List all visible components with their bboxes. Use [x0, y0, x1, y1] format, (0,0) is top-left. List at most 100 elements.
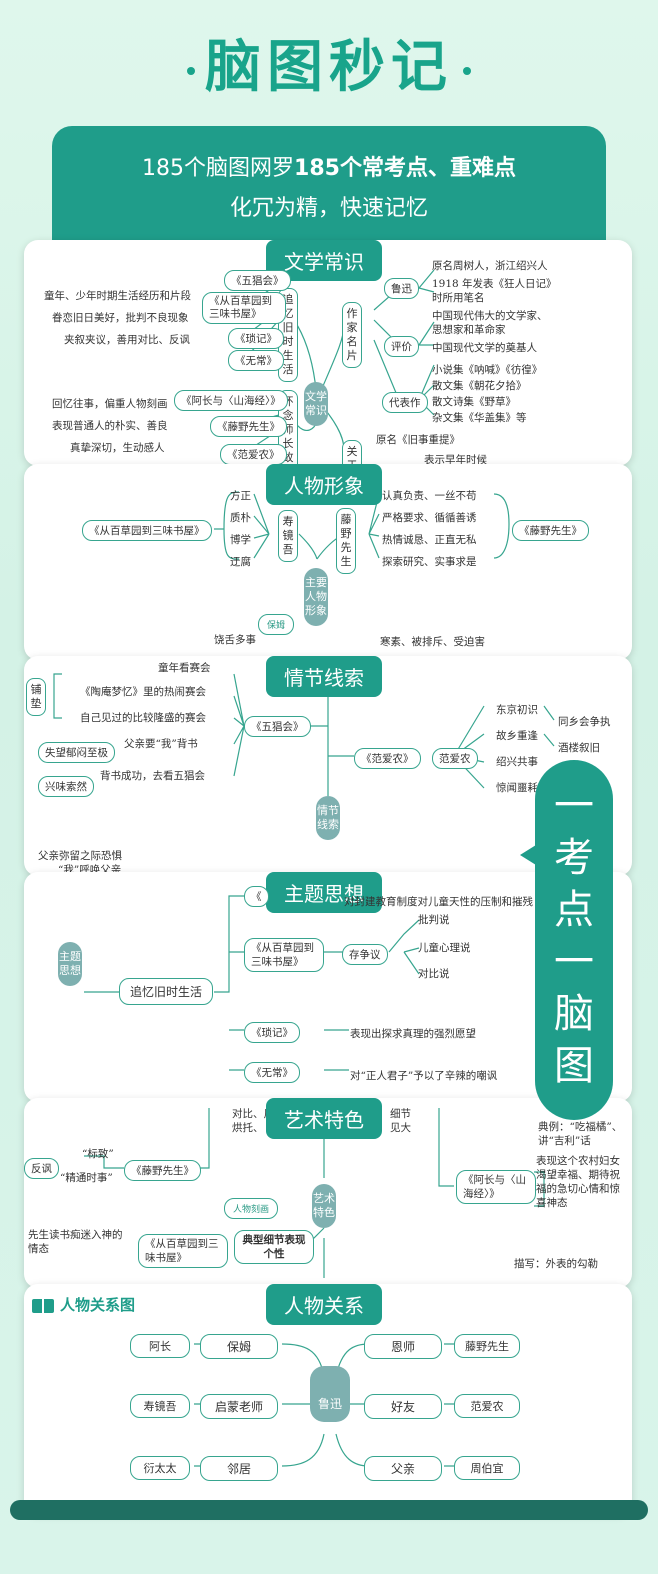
s4-dispute3: 对比说	[418, 968, 450, 980]
s2-trait-right4: 探索研究、实事求是	[382, 556, 477, 568]
s1-works-item4: 杂文集《华盖集》等	[432, 412, 527, 424]
s2-trait-right2: 严格要求、循循善诱	[382, 512, 477, 524]
s4-dispute2: 儿童心理说	[418, 942, 471, 954]
s2-bubble: 保姆	[258, 614, 295, 635]
card-characters: 人物形象 《从百草园到三味书屋》 寿镜吾 方正 质朴 博学 迂腐 藤野先生 认真…	[24, 464, 632, 660]
s3-book: 《五猖会》	[244, 716, 311, 737]
s4-book3-text: 表现出探求真理的强烈愿望	[350, 1028, 476, 1040]
s3-center: 情节线索	[316, 796, 340, 840]
s1-note-1: 童年、少年时期生活经历和片段	[44, 290, 191, 302]
s1-note2-2: 表现普通人的朴实、善良	[52, 420, 168, 432]
s4-top-text: 对封建教育制度对儿童天性的压制和摧残	[344, 896, 533, 908]
banner-line1-bold: 185个常考点、重难点	[294, 156, 516, 181]
side-badge: 一 考 点 一 脑 图	[535, 760, 613, 1120]
s2-trait-left1: 方正	[230, 490, 251, 502]
s2-person-right: 藤野先生	[336, 508, 356, 574]
relations-header: 人物关系图	[32, 1294, 135, 1315]
s5-top-right: 细节	[390, 1108, 411, 1120]
s4-dispute1: 批判说	[418, 914, 450, 926]
s3-item3: 自己见过的比较隆盛的赛会	[80, 712, 206, 724]
s3-left-tag: 铺垫	[26, 678, 46, 716]
s5-right-text: 表现这个农村妇女渴望幸福、期待祝福的急切心情和惊喜神态	[536, 1155, 620, 1209]
s3-fan-book: 《范爱农》	[354, 748, 421, 769]
s1-about2: 表示早年时候	[424, 454, 487, 466]
s2-lines	[214, 491, 510, 560]
s6-left-role-0: 保姆	[200, 1334, 278, 1359]
side-char-5: 脑	[554, 991, 594, 1037]
side-char-3: 点	[554, 887, 594, 933]
s6-left-name-0: 阿长	[130, 1334, 190, 1358]
s1-eval-item3: 中国现代文学的奠基人	[432, 342, 537, 354]
s5-top-right2: 见大	[390, 1122, 411, 1134]
s4-lines	[84, 895, 420, 1071]
s3-item2: 《陶庵梦忆》里的热闹赛会	[80, 686, 206, 698]
side-char-4: 一	[554, 939, 594, 985]
section-title-characters: 人物形象	[266, 464, 382, 505]
s5-reading: 先生读书痴迷入神的情态	[28, 1229, 123, 1255]
side-char-6: 图	[554, 1043, 594, 1089]
s3-fan: 范爱农	[432, 748, 478, 769]
s1-luxun-item3: 时所用笔名	[432, 292, 485, 304]
section-title-art: 艺术特色	[266, 1098, 382, 1139]
s3-lines	[53, 673, 555, 796]
s6-right-name-0: 藤野先生	[454, 1334, 520, 1358]
s3-fan-detail2: 酒楼叙旧	[558, 742, 600, 754]
s6-center: 鲁迅	[310, 1366, 350, 1422]
s5-quote1: “标致”	[82, 1148, 114, 1160]
s1-eval-item2: 思想家和革命家	[432, 324, 506, 336]
s1-works-item1: 小说集《呐喊》《彷徨》	[432, 364, 543, 376]
s6-right-role-1: 好友	[364, 1394, 442, 1419]
card-art: 对比、反 烘托、 细节 见大 艺术特色 反讽 “标致” “精通时事” 《藤野先生…	[24, 1098, 632, 1288]
s6-right-role-0: 恩师	[364, 1334, 442, 1359]
book-icon	[32, 1298, 54, 1313]
s3-happy: 兴味索然	[38, 776, 94, 797]
s5-quote2: “精通时事”	[60, 1172, 113, 1184]
s1-works-item2: 散文集《朝花夕拾》	[432, 380, 527, 392]
s2-trait-left4: 迂腐	[230, 556, 251, 568]
s2-trait-left3: 博学	[230, 534, 251, 546]
s5-right-bottom: 描写：外表的勾勒	[514, 1258, 598, 1270]
s1-works-item3: 散文诗集《野草》	[432, 396, 516, 408]
s6-right-name-1: 范爱农	[454, 1394, 520, 1418]
s1-about: 原名《旧事重提》	[376, 434, 460, 446]
s1-book-fanainong: 《范爱农》	[220, 444, 287, 465]
side-char-1: 一	[554, 783, 594, 829]
side-char-2: 考	[554, 835, 594, 881]
s3-fan-item1: 东京初识	[496, 704, 538, 716]
card-plot: 情节线索 铺垫 童年看赛会 《陶庵梦忆》里的热闹赛会 自己见过的比较隆盛的赛会 …	[24, 656, 632, 876]
card-theme: 主题思想 主题思想 追忆旧时生活 《 对封建教育制度对儿童天性的压制和摧残 《从…	[24, 872, 632, 1102]
s6-right-name-2: 周伯宜	[454, 1456, 520, 1480]
s1-eval-item1: 中国现代伟大的文学家、	[432, 310, 548, 322]
s6-left-name-1: 寿镜吾	[130, 1394, 190, 1418]
s3-fan-detail1: 同乡会争执	[558, 716, 611, 728]
banner-line1: 185个脑图网罗	[142, 156, 295, 181]
section-title-plot: 情节线索	[266, 656, 382, 697]
s3-fan-item3: 绍兴共事	[496, 756, 538, 768]
card-literature: 文学常识 文学常识 追忆旧时生活 怀念师长故人 作家名片 关于 《五猖会》 《从…	[24, 240, 632, 466]
s1-eval: 评价	[384, 336, 419, 357]
s1-book-wuchang: 《无常》	[228, 350, 284, 371]
s1-book-wuchanghui: 《五猖会》	[224, 270, 291, 291]
s4-top-book: 《	[244, 886, 269, 907]
s1-luxun-item1: 原名周树人，浙江绍兴人	[432, 260, 548, 272]
s1-center: 文学常识	[304, 382, 328, 426]
s1-book-achang: 《阿长与〈山海经〉》	[174, 390, 288, 411]
s2-trait-left2: 质朴	[230, 512, 251, 524]
s4-book2: 《从百草园到三味书屋》	[244, 938, 324, 972]
section-title-theme: 主题思想	[266, 872, 382, 913]
s6-right-role-2: 父亲	[364, 1456, 442, 1481]
s4-book3: 《琐记》	[244, 1022, 300, 1043]
s3-item1: 童年看赛会	[158, 662, 211, 674]
s2-book-right: 《藤野先生》	[512, 520, 589, 541]
s1-branch-right2: 关于	[342, 440, 362, 466]
s5-center: 艺术特色	[312, 1184, 336, 1228]
s3-father-req: 父亲要“我”背书	[124, 738, 198, 750]
s1-branch-right1: 作家名片	[342, 302, 362, 368]
s2-partial-right: 寒素、被排斥、受迫害	[380, 636, 485, 648]
s1-works: 代表作	[382, 392, 428, 413]
s5-top-left: 对比、反	[232, 1108, 274, 1120]
s2-partial-left: 饶舌多事	[214, 634, 256, 646]
s3-fan-item4: 惊闻噩耗	[496, 782, 538, 794]
s4-main-branch: 追忆旧时生活	[119, 978, 214, 1005]
side-badge-pointer	[520, 845, 536, 865]
